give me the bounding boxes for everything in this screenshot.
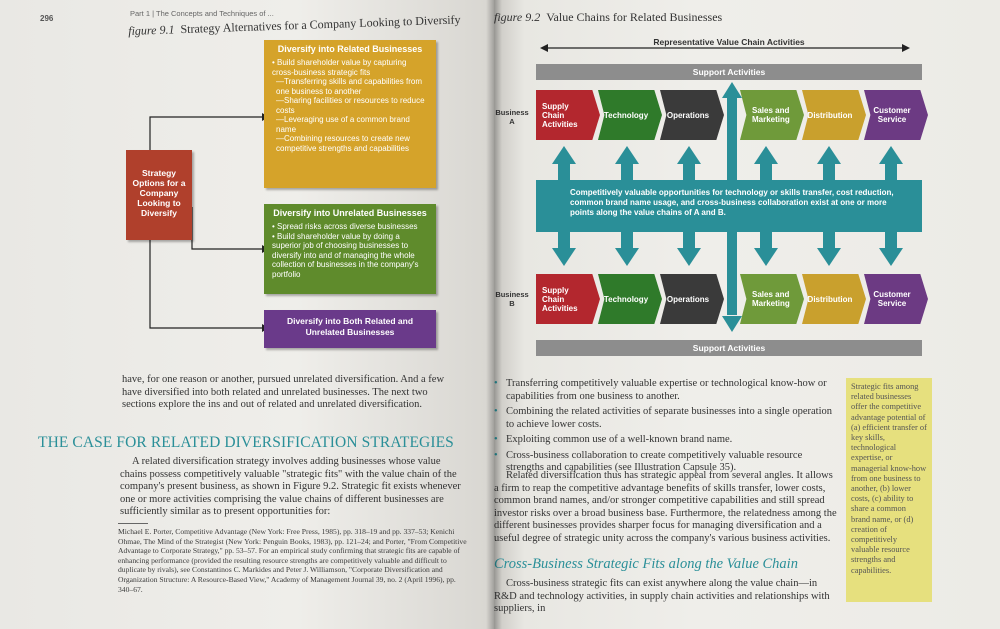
appeal-paragraph: Related diversification thus has strateg… — [494, 470, 837, 544]
opportunities-text: Competitively valuable opportunities for… — [570, 188, 894, 217]
unrelated-item: • Spread risks across diverse businesses — [272, 222, 418, 231]
chain-a-distribution: Distribution — [802, 90, 866, 140]
opportunities-band — [536, 180, 922, 232]
related-paragraph: A related diversification strategy invol… — [120, 456, 461, 517]
list-item: Cross-business collaboration to create c… — [494, 450, 842, 475]
chain-b-technology: Technology — [598, 274, 662, 324]
axis-arrow — [540, 44, 910, 52]
strategy-options-box: Strategy Options for a Company Looking t… — [126, 150, 192, 240]
subheading: Cross-Business Strategic Fits along the … — [494, 556, 798, 572]
unrelated-title: Diversify into Unrelated Businesses — [273, 208, 427, 218]
chain-b-sales: Sales and Marketing — [740, 274, 804, 324]
chain-b-customer-service: Customer Service — [864, 274, 928, 324]
list-item: Transferring competitively valuable expe… — [494, 378, 842, 403]
chain-a-sales: Sales and Marketing — [740, 90, 804, 140]
related-item: —Transferring skills and capabilities fr… — [276, 77, 422, 96]
chain-a-operations: Operations — [660, 90, 724, 140]
axis-label: Representative Value Chain Activities — [653, 37, 805, 47]
related-item: —Combining resources to create new compe… — [276, 134, 410, 153]
figure-label: figure 9.2 — [494, 10, 541, 24]
footnote-rule — [118, 523, 148, 524]
book-gutter — [486, 0, 502, 629]
connector-both — [149, 240, 262, 329]
chain-b-operations: Operations — [660, 274, 724, 324]
business-a-label: Business A — [495, 108, 529, 126]
both-businesses-box: Diversify into Both Related and Unrelate… — [264, 310, 436, 348]
chain-a-technology: Technology — [598, 90, 662, 140]
related-item: —Leveraging use of a common brand name — [276, 115, 410, 134]
list-item: Combining the related activities of sepa… — [494, 406, 842, 431]
chain-a-supply: Supply Chain Activities — [536, 90, 600, 140]
figure-title: Value Chains for Related Businesses — [546, 10, 723, 24]
related-item: —Sharing facilities or resources to redu… — [276, 96, 425, 115]
page-number: 296 — [40, 14, 54, 23]
related-item: • Build shareholder value by capturing c… — [272, 58, 407, 77]
list-item: Exploiting common use of a well-known br… — [494, 434, 842, 447]
related-businesses-box: Diversify into Related Businesses • Buil… — [264, 40, 436, 188]
support-activities-bar-top: Support Activities — [536, 64, 922, 80]
section-heading: THE CASE FOR RELATED DIVERSIFICATION STR… — [38, 434, 454, 451]
related-title: Diversify into Related Businesses — [277, 44, 423, 54]
cross-business-paragraph: Cross-business strategic fits can exist … — [494, 578, 830, 614]
chain-a-customer-service: Customer Service — [864, 90, 928, 140]
bullet-list: Transferring competitively valuable expe… — [494, 378, 842, 478]
right-page: figure 9.2 Value Chains for Related Busi… — [494, 0, 1000, 629]
business-b-label: Business B — [495, 290, 529, 308]
unrelated-businesses-box: Diversify into Unrelated Businesses • Sp… — [264, 204, 436, 294]
support-activities-bar-bottom: Support Activities — [536, 340, 922, 356]
footnote: Michael E. Porter, Competitive Advantage… — [118, 527, 467, 594]
unrelated-item: • Build shareholder value by doing a sup… — [272, 231, 419, 279]
connector-unrelated — [191, 207, 262, 250]
chain-b-distribution: Distribution — [802, 274, 866, 324]
opportunity-graphic — [536, 82, 922, 332]
left-page: 296 Part 1 | The Concepts and Techniques… — [0, 0, 494, 629]
figure-9-2-caption: figure 9.2 Value Chains for Related Busi… — [494, 10, 722, 25]
running-head: Part 1 | The Concepts and Techniques of … — [130, 9, 274, 18]
margin-note: Strategic fits among related businesses … — [846, 378, 932, 602]
continued-paragraph: have, for one reason or another, pursued… — [122, 374, 445, 410]
chain-b-supply: Supply Chain Activities — [536, 274, 600, 324]
